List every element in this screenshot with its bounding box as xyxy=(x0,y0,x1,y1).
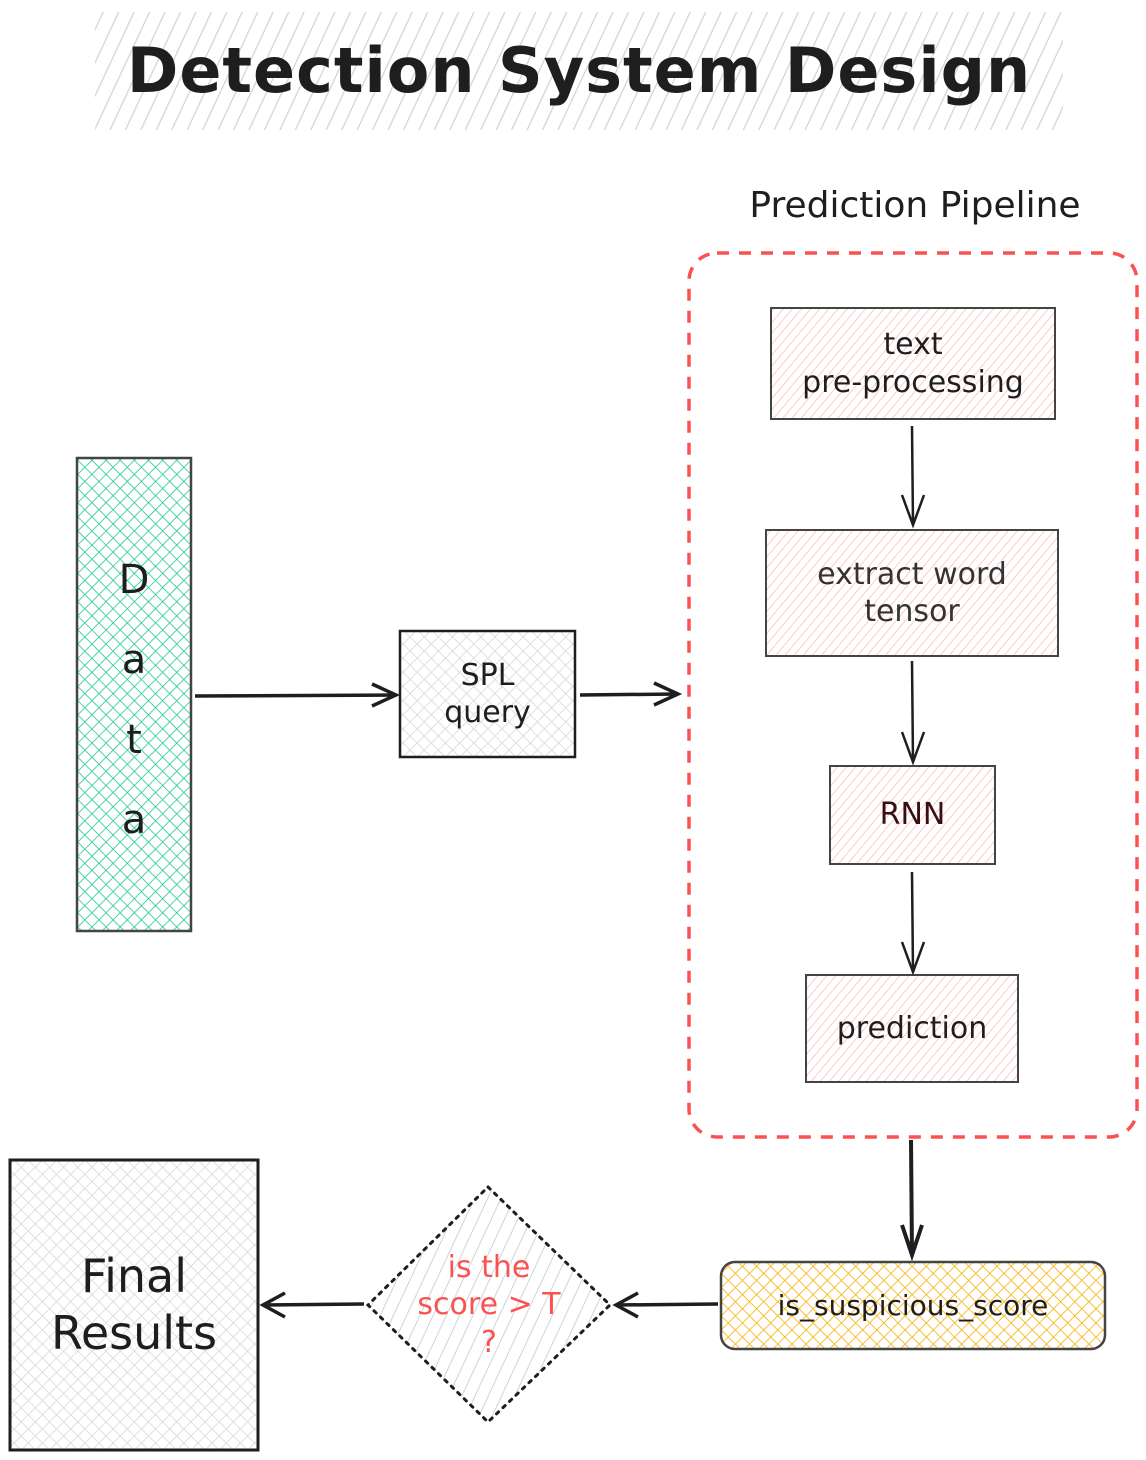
score-block[interactable] xyxy=(719,1260,1107,1351)
pipeline-step-text-preprocessing[interactable] xyxy=(770,307,1056,420)
pipeline-container xyxy=(687,251,1139,1139)
data-source-label: D a t a xyxy=(77,540,191,860)
final-results-block[interactable] xyxy=(8,1158,260,1452)
step-label-rnn: RNN xyxy=(879,797,946,833)
spl-query-label: SPL query xyxy=(444,657,531,731)
data-letter: D xyxy=(118,557,150,603)
arrow-pipeline-to-score xyxy=(900,1139,924,1262)
step-label-prediction: prediction xyxy=(836,1010,988,1046)
arrow-decision-to-final xyxy=(259,1291,365,1319)
arrow-score-to-decision xyxy=(612,1291,719,1319)
spl-query-block[interactable] xyxy=(398,629,577,759)
final-results-label: Final Results xyxy=(50,1248,218,1361)
arrow-tensor-to-rnn xyxy=(900,660,926,766)
decision-label: is the score > T ? xyxy=(417,1249,561,1360)
title-background xyxy=(95,12,1063,130)
pipeline-step-prediction[interactable] xyxy=(805,974,1019,1083)
step-label-extract-word-tensor: extract word tensor xyxy=(817,556,1007,630)
pipeline-step-extract-word-tensor[interactable] xyxy=(765,529,1059,657)
pipeline-step-rnn[interactable] xyxy=(829,765,996,865)
step-label-text-preprocessing: text pre-processing xyxy=(802,327,1024,400)
arrow-rnn-to-prediction xyxy=(900,871,926,976)
arrow-preprocessing-to-tensor xyxy=(900,425,926,529)
arrow-spl-to-pipeline xyxy=(579,681,683,707)
pipeline-title: Prediction Pipeline xyxy=(749,184,1081,226)
data-letter: a xyxy=(121,637,147,683)
decision-diamond[interactable] xyxy=(365,1184,613,1425)
data-letter: t xyxy=(126,717,142,763)
data-source-block[interactable] xyxy=(75,456,193,933)
score-label: is_suspicious_score xyxy=(777,1289,1049,1322)
data-letter: a xyxy=(121,797,147,843)
arrow-data-to-spl xyxy=(194,682,401,708)
page-title: Detection System Design xyxy=(126,34,1032,108)
